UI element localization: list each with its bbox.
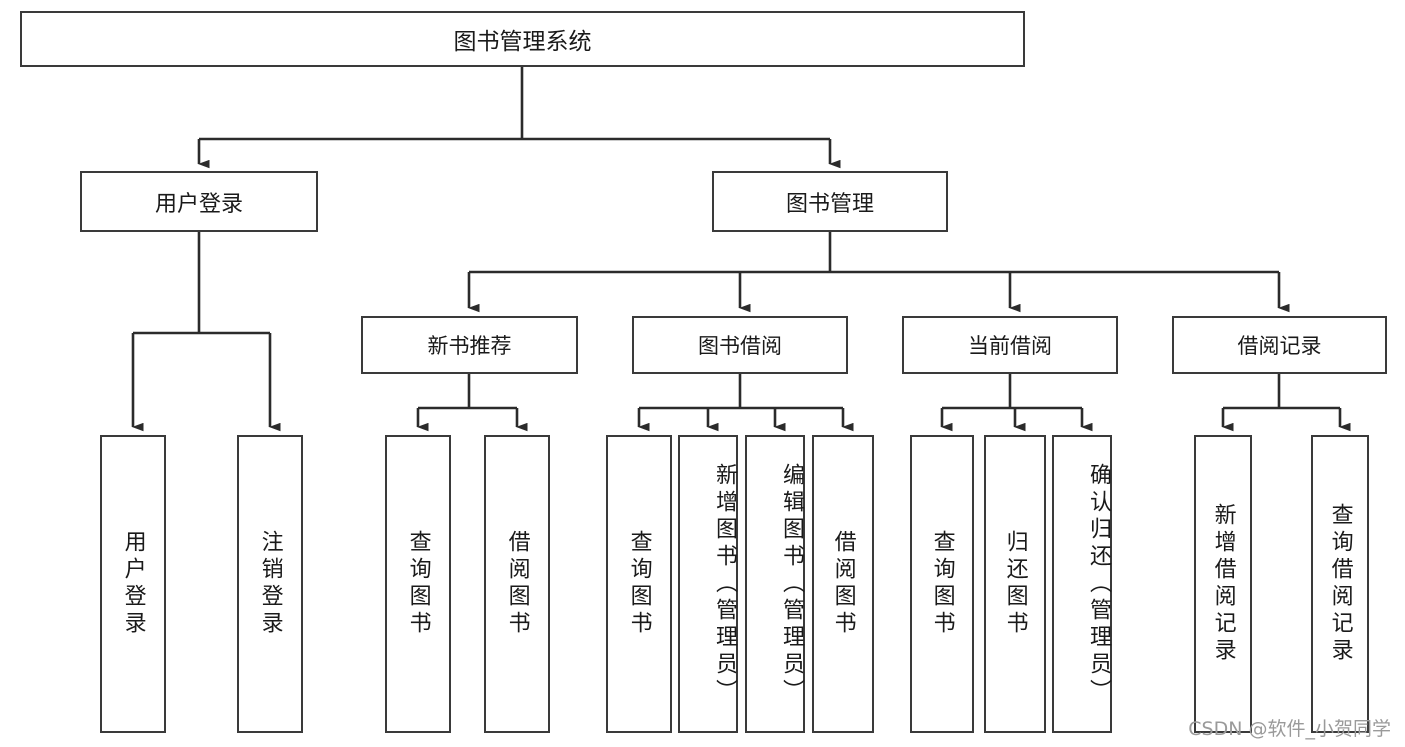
node-leaf-query-book-2-label: 查询图书 [626,530,652,638]
node-leaf-query-record-label: 查询借阅记录 [1327,503,1353,665]
node-root[interactable]: 图书管理系统 [20,11,1025,67]
node-book-manage[interactable]: 图书管理 [712,171,948,232]
node-borrow-record[interactable]: 借阅记录 [1172,316,1387,374]
node-leaf-query-book-3-label: 查询图书 [929,530,955,638]
node-leaf-borrow-book-1[interactable]: 借阅图书 [484,435,550,733]
watermark: CSDN @软件_小贺同学 [1188,718,1391,740]
node-user-login-label: 用户登录 [154,191,243,217]
node-leaf-user-logout-label: 注销登录 [257,530,283,638]
node-book-borrow[interactable]: 图书借阅 [632,316,848,374]
node-user-login[interactable]: 用户登录 [80,171,318,232]
node-leaf-confirm-return[interactable]: 确认归还（管理员） [1052,435,1112,733]
node-leaf-add-book[interactable]: 新增图书（管理员） [678,435,738,733]
node-new-book-recommend[interactable]: 新书推荐 [361,316,578,374]
node-leaf-user-logout[interactable]: 注销登录 [237,435,303,733]
node-leaf-add-record[interactable]: 新增借阅记录 [1194,435,1252,733]
node-current-borrow[interactable]: 当前借阅 [902,316,1118,374]
node-leaf-add-book-label: 新增图书（管理员） [712,462,737,706]
node-leaf-query-book-3[interactable]: 查询图书 [910,435,974,733]
node-leaf-return-book-label: 归还图书 [1002,530,1028,638]
node-book-borrow-label: 图书借阅 [698,334,782,358]
node-leaf-query-book-2[interactable]: 查询图书 [606,435,672,733]
node-root-label: 图书管理系统 [453,29,592,55]
node-borrow-record-label: 借阅记录 [1237,334,1322,358]
node-new-book-recommend-label: 新书推荐 [427,334,512,358]
node-leaf-user-login-label: 用户登录 [120,530,146,638]
node-leaf-edit-book[interactable]: 编辑图书（管理员） [745,435,805,733]
node-leaf-borrow-book-2-label: 借阅图书 [830,530,856,638]
node-book-manage-label: 图书管理 [785,191,874,217]
node-leaf-return-book[interactable]: 归还图书 [984,435,1046,733]
node-leaf-borrow-book-2[interactable]: 借阅图书 [812,435,874,733]
node-leaf-query-book-1[interactable]: 查询图书 [385,435,451,733]
node-leaf-edit-book-label: 编辑图书（管理员） [779,462,804,706]
node-leaf-confirm-return-label: 确认归还（管理员） [1086,462,1111,706]
node-leaf-user-login[interactable]: 用户登录 [100,435,166,733]
node-leaf-borrow-book-1-label: 借阅图书 [504,530,530,638]
node-leaf-query-record[interactable]: 查询借阅记录 [1311,435,1369,733]
node-current-borrow-label: 当前借阅 [968,334,1052,358]
node-leaf-query-book-1-label: 查询图书 [405,530,431,638]
node-leaf-add-record-label: 新增借阅记录 [1210,503,1236,665]
